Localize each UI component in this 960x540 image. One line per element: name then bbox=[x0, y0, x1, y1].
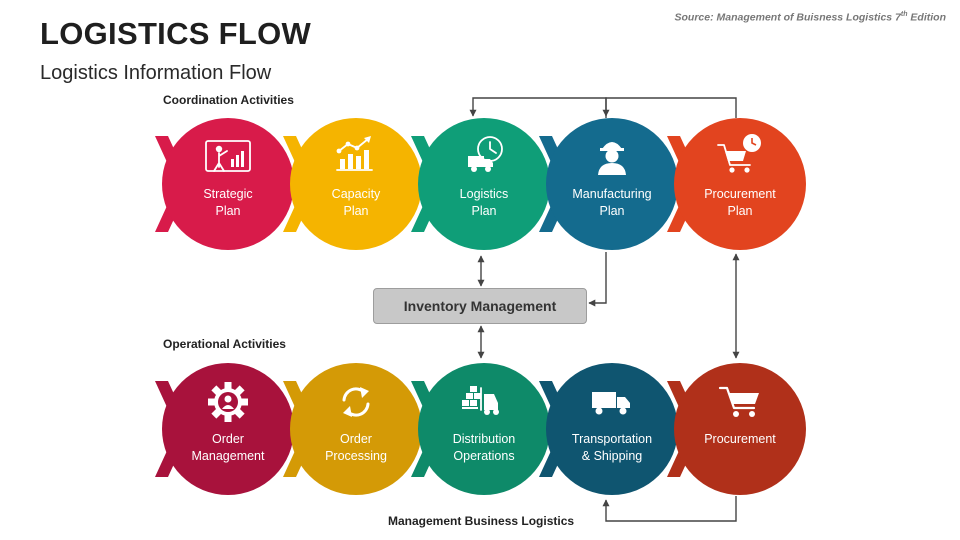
coordination-circle-0 bbox=[162, 118, 294, 250]
operational-node-4 bbox=[667, 363, 806, 495]
operational-node-3 bbox=[539, 363, 678, 495]
operational-circle-2 bbox=[418, 363, 550, 495]
coordination-node-4 bbox=[667, 118, 806, 250]
node-label-line1: Order bbox=[340, 432, 372, 446]
presentation-icon bbox=[205, 140, 251, 172]
page-title: LOGISTICS FLOW bbox=[40, 16, 312, 51]
page-subtitle: Logistics Information Flow bbox=[40, 62, 272, 84]
worker-icon bbox=[598, 142, 626, 175]
source-text: Source: Management of Buisness Logistics… bbox=[674, 11, 901, 24]
node-label-line2: Management bbox=[191, 449, 265, 463]
source-note: Source: Management of Buisness Logistics… bbox=[675, 11, 947, 24]
coordination-node-1 bbox=[283, 118, 422, 250]
coordination-circle-3 bbox=[546, 118, 678, 250]
node-label-line1: Capacity bbox=[331, 187, 381, 201]
cart-clock-icon bbox=[717, 134, 761, 173]
node-label-line2: & Shipping bbox=[581, 449, 643, 463]
node-label-line2: Plan bbox=[471, 204, 497, 218]
node-label-line1: Logistics bbox=[459, 187, 509, 201]
operational-node-label-3: Transportation & Shipping bbox=[552, 431, 672, 465]
node-label-line1: Strategic bbox=[203, 187, 253, 201]
operational-label: Operational Activities bbox=[163, 337, 286, 351]
node-label-line1: Transportation bbox=[571, 432, 653, 446]
operational-circle-4 bbox=[674, 363, 806, 495]
node-label-line1: Procurement bbox=[704, 187, 776, 201]
operational-circle-1 bbox=[290, 363, 422, 495]
operational-node-1 bbox=[283, 363, 422, 495]
node-label-line2: Plan bbox=[727, 204, 753, 218]
operational-node-2 bbox=[411, 363, 550, 495]
coordination-node-3 bbox=[539, 118, 678, 250]
delivery-time-icon bbox=[468, 136, 503, 172]
coordination-circle-1 bbox=[290, 118, 422, 250]
source-suffix: Edition bbox=[907, 11, 946, 24]
connector-manufacturing-to-logistics bbox=[469, 97, 607, 118]
node-label-line2: Plan bbox=[599, 204, 625, 218]
node-label-line1: Order bbox=[212, 432, 244, 446]
node-label-line2: Plan bbox=[215, 204, 241, 218]
node-label-line2: Plan bbox=[343, 204, 369, 218]
operational-node-label-4: Procurement bbox=[680, 431, 800, 448]
connector-manufacturing-inventory bbox=[588, 252, 607, 307]
cycle-arrows-icon bbox=[342, 387, 370, 417]
node-label-line1: Procurement bbox=[704, 432, 776, 446]
cart-icon bbox=[718, 386, 759, 417]
operational-node-0 bbox=[155, 363, 294, 495]
coordination-node-2 bbox=[411, 118, 550, 250]
management-label: Management Business Logistics bbox=[388, 514, 575, 528]
source-sup: th bbox=[900, 11, 908, 18]
node-label-line2: Operations bbox=[453, 449, 515, 463]
operational-circle-0 bbox=[162, 363, 294, 495]
node-label-line1: Manufacturing bbox=[572, 187, 652, 201]
coordination-circle-4 bbox=[674, 118, 806, 250]
growth-chart-icon bbox=[336, 136, 373, 171]
inventory-management-box: Inventory Management bbox=[373, 288, 587, 324]
operational-circle-3 bbox=[546, 363, 678, 495]
gear-person-icon bbox=[208, 382, 248, 422]
forklift-icon bbox=[462, 386, 499, 415]
node-label-line1: Distribution bbox=[452, 432, 516, 446]
coordination-circle-2 bbox=[418, 118, 550, 250]
connector-procurement-to-manufacturing bbox=[602, 97, 737, 118]
node-label-line2: Processing bbox=[325, 449, 387, 463]
truck-icon bbox=[592, 392, 630, 415]
connector-procurement-to-transportation bbox=[602, 496, 737, 522]
coordination-node-0 bbox=[155, 118, 294, 250]
coordination-label: Coordination Activities bbox=[163, 93, 294, 107]
